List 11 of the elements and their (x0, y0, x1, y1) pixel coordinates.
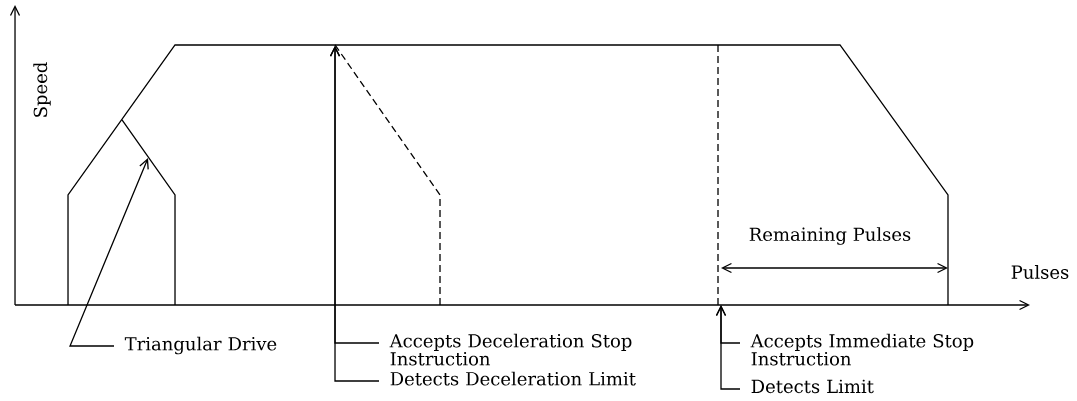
callout-text: Triangular Drive (124, 336, 277, 355)
callout-text: Accepts Deceleration Stop Instruction (389, 333, 632, 366)
callout-text: Detects Deceleration Limit (390, 371, 636, 386)
callout-text: Detects Limit (751, 379, 874, 394)
leader-line (715, 305, 741, 390)
callout-text: Accepts Immediate Stop Instruction (750, 333, 974, 366)
leader-line (69, 158, 149, 347)
axis-label: Remaining Pulses (749, 227, 911, 245)
deceleration-curve (334, 44, 441, 306)
axis-label: Speed (33, 62, 51, 117)
axis-label: Pulses (1011, 265, 1069, 279)
